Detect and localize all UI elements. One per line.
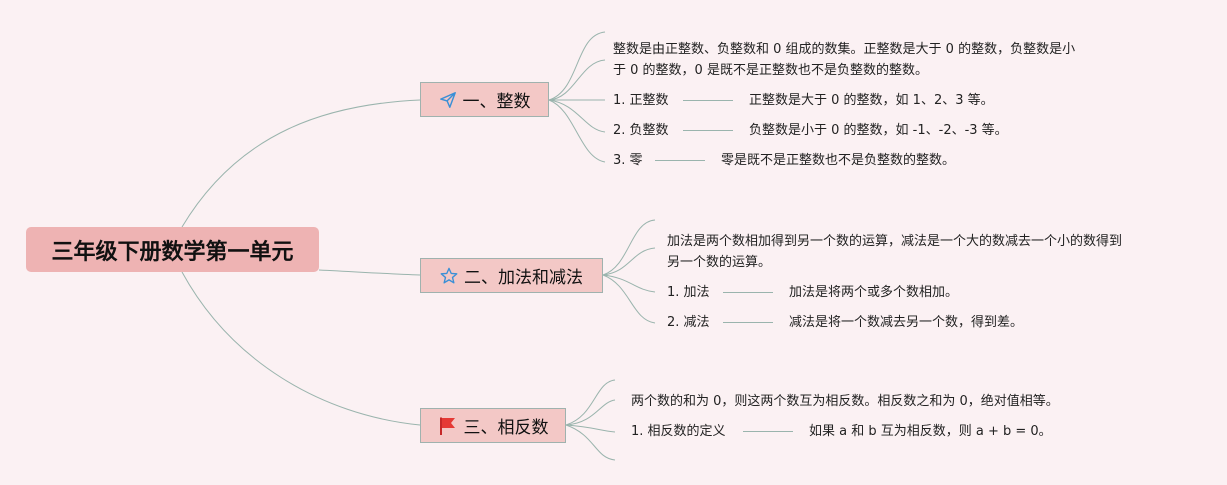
flag-icon	[438, 416, 458, 436]
item-term: 1. 正整数	[613, 93, 669, 108]
branch-integers[interactable]: 一、整数	[420, 82, 549, 117]
term-connector	[655, 160, 705, 161]
item-detail: 加法是将两个或多个数相加。	[789, 285, 959, 300]
item-detail: 正整数是大于 0 的整数，如 1、2、3 等。	[749, 93, 994, 108]
item-term: 2. 负整数	[613, 123, 669, 138]
term-connector	[723, 322, 773, 323]
term-connector	[723, 292, 773, 293]
item-term: 1. 相反数的定义	[631, 424, 726, 439]
description-line: 加法是两个数相加得到另一个数的运算，减法是一个大的数减去一个小的数得到	[667, 234, 1123, 249]
branch-label: 三、相反数	[463, 418, 549, 438]
description-line: 两个数的和为 0，则这两个数互为相反数。相反数之和为 0，绝对值相等。	[631, 394, 1059, 409]
description-line: 另一个数的运算。	[667, 255, 772, 270]
branch-addition-subtraction[interactable]: 二、加法和减法	[420, 258, 603, 293]
item-term: 1. 加法	[667, 285, 710, 300]
item-detail: 负整数是小于 0 的整数，如 -1、-2、-3 等。	[749, 123, 1008, 138]
star-icon	[440, 267, 458, 285]
description-line: 整数是由正整数、负整数和 0 组成的数集。正整数是大于 0 的整数，负整数是小	[613, 42, 1076, 57]
term-connector	[683, 130, 733, 131]
root-label: 三年级下册数学第一单元	[51, 239, 294, 265]
item-detail: 如果 a 和 b 互为相反数，则 a + b = 0。	[809, 424, 1052, 439]
branch-label: 二、加法和减法	[464, 268, 583, 288]
item-term: 2. 减法	[667, 315, 710, 330]
paper-plane-icon	[439, 91, 457, 109]
item-detail: 零是既不是正整数也不是负整数的整数。	[721, 153, 956, 168]
item-term: 3. 零	[613, 153, 643, 168]
term-connector	[683, 100, 733, 101]
branch-label: 一、整数	[462, 92, 531, 112]
branch-opposite-numbers[interactable]: 三、相反数	[420, 408, 566, 443]
term-connector	[743, 431, 793, 432]
item-detail: 减法是将一个数减去另一个数，得到差。	[789, 315, 1024, 330]
root-node[interactable]: 三年级下册数学第一单元	[26, 227, 319, 272]
description-line: 于 0 的整数，0 是既不是正整数也不是负整数的整数。	[613, 63, 928, 78]
